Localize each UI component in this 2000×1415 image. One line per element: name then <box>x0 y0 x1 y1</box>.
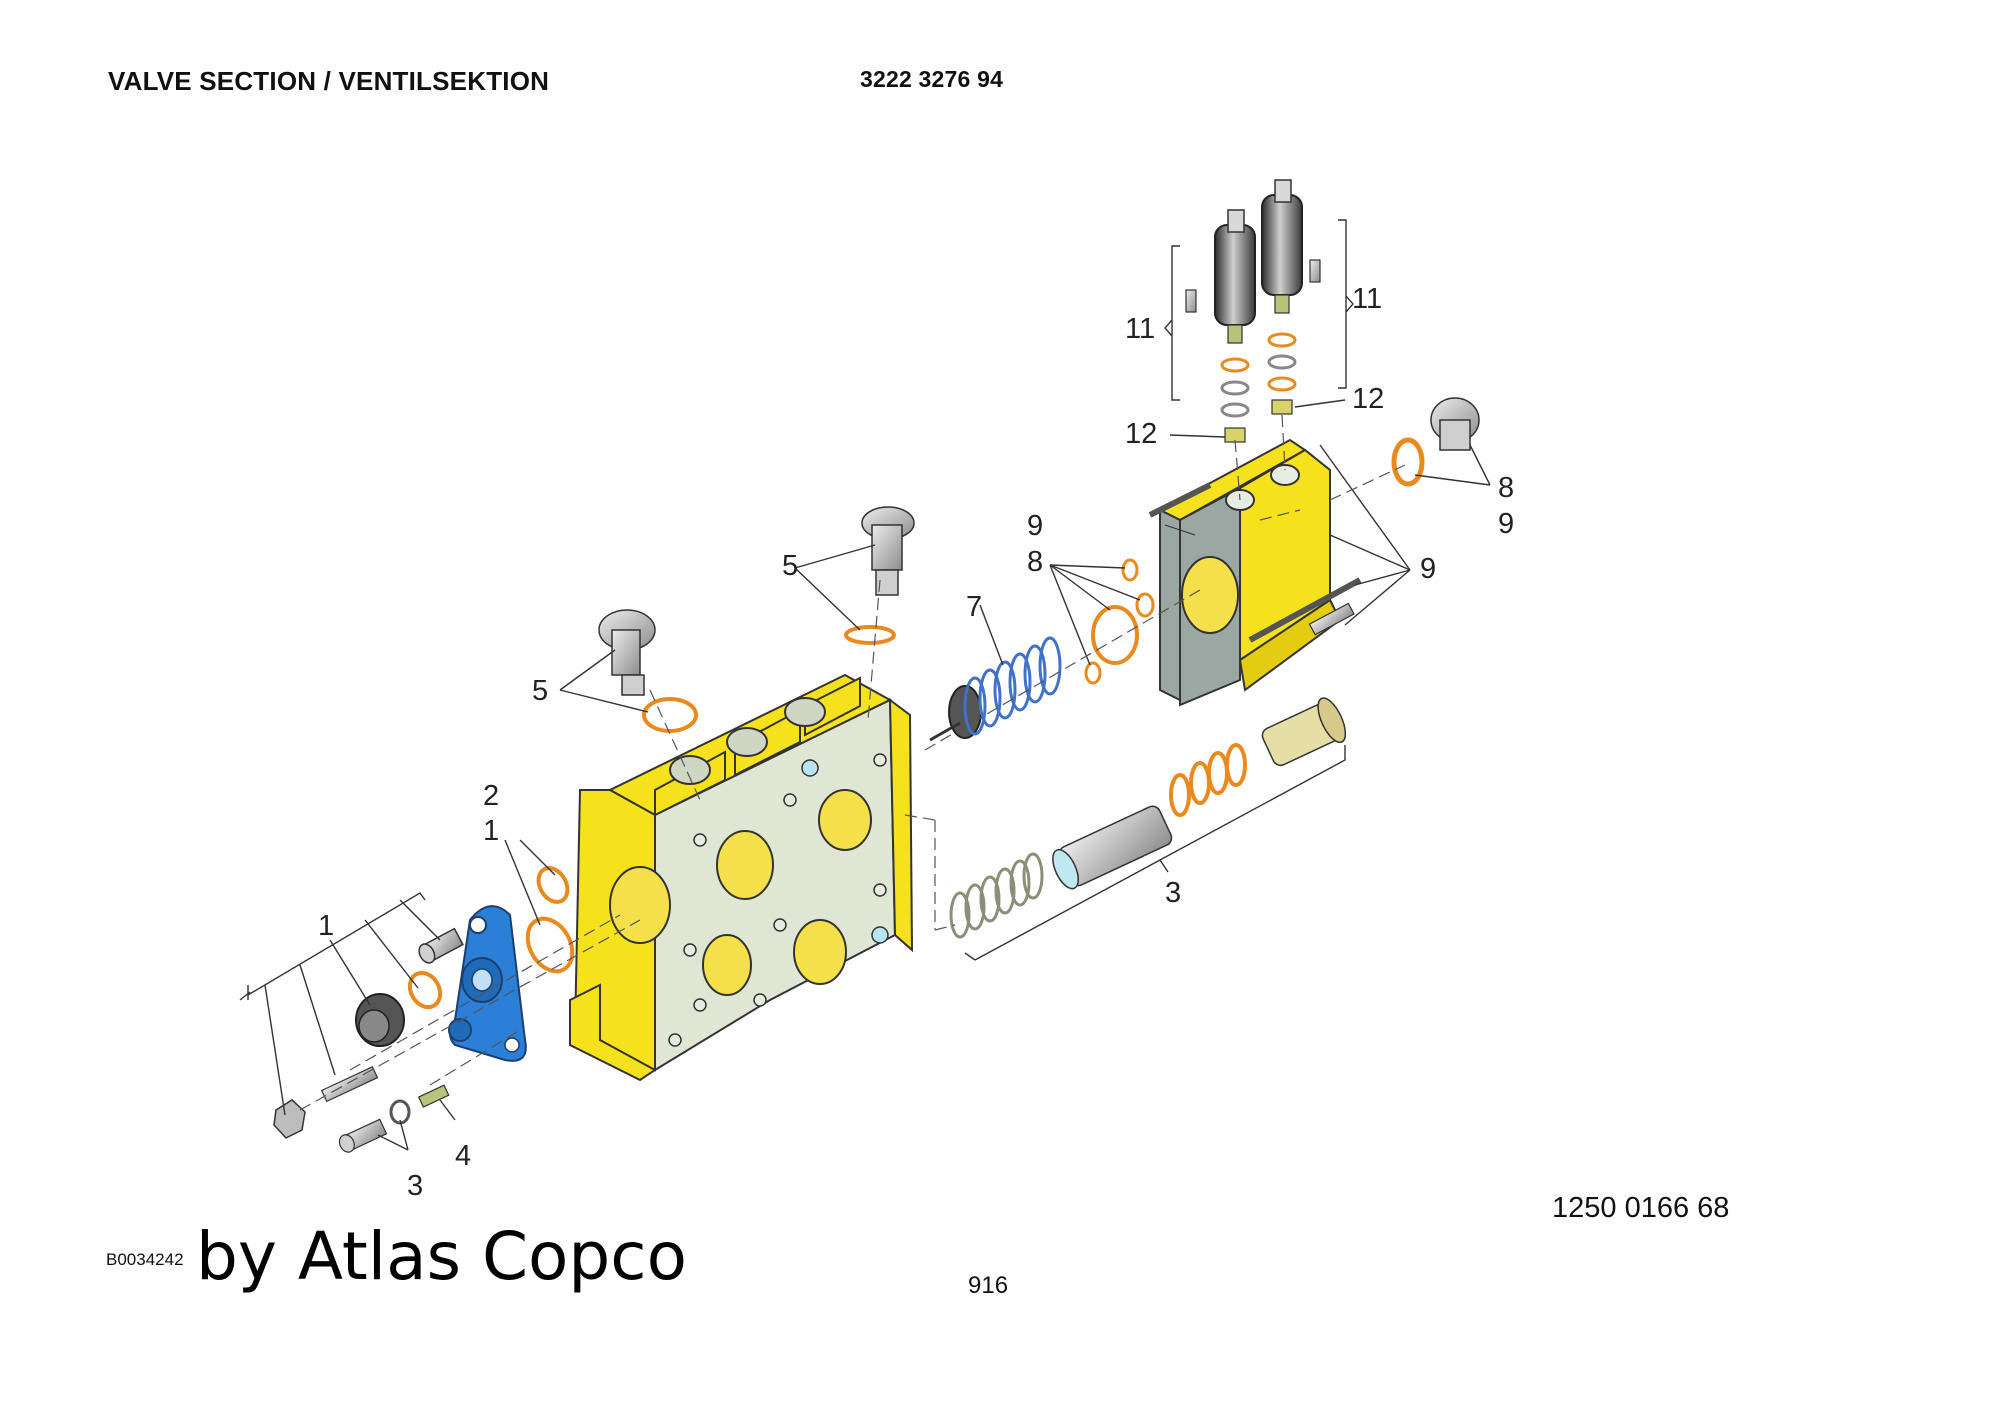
callout-8-right: 8 <box>1498 472 1514 504</box>
valve-housing <box>569 673 914 1082</box>
solenoid-coils <box>1185 179 1321 443</box>
page-number: 916 <box>968 1272 1009 1299</box>
document-number: 1250 0166 68 <box>1552 1192 1730 1224</box>
solenoid-valve-body <box>1148 438 1362 707</box>
callout-1-left: 1 <box>318 910 334 942</box>
callout-5-right: 5 <box>782 550 798 582</box>
callout-9-right-b: 9 <box>1498 508 1514 540</box>
reference-code: B0034242 <box>106 1250 184 1269</box>
callout-12-left: 12 <box>1125 418 1157 450</box>
end-cover-fasteners <box>273 866 575 1153</box>
callout-7: 7 <box>966 591 982 623</box>
end-cover <box>448 905 527 1062</box>
callout-12-right: 12 <box>1352 383 1384 415</box>
seals-middle <box>1084 558 1155 685</box>
plug-right <box>844 506 915 645</box>
leader-lines <box>239 219 1491 1151</box>
spool-assembly <box>949 697 1347 939</box>
callout-labels: 1 2 1 3 4 5 5 7 9 8 9 8 9 11 11 12 12 3 <box>318 283 1514 1202</box>
end-plug-right <box>1391 397 1480 487</box>
callout-3-right: 3 <box>1165 877 1181 909</box>
callout-8-middle: 8 <box>1027 546 1043 578</box>
callout-5-left: 5 <box>532 675 548 707</box>
callout-11-right: 11 <box>1352 283 1382 315</box>
callout-1-top: 1 <box>483 815 499 847</box>
callout-11-left: 11 <box>1125 313 1155 345</box>
spring-7 <box>929 636 1062 742</box>
callout-9-middle: 9 <box>1027 510 1043 542</box>
callout-2: 2 <box>483 780 499 812</box>
callout-4: 4 <box>455 1140 471 1172</box>
part-number: 3222 3276 94 <box>860 66 1004 92</box>
page-title: VALVE SECTION / VENTILSEKTION <box>108 66 550 96</box>
callout-3-bottom: 3 <box>407 1170 423 1202</box>
callout-9-right-a: 9 <box>1420 553 1436 585</box>
axis-centerlines <box>299 414 1406 1111</box>
brand-text: by Atlas Copco <box>196 1218 687 1295</box>
plug-left <box>598 609 698 733</box>
